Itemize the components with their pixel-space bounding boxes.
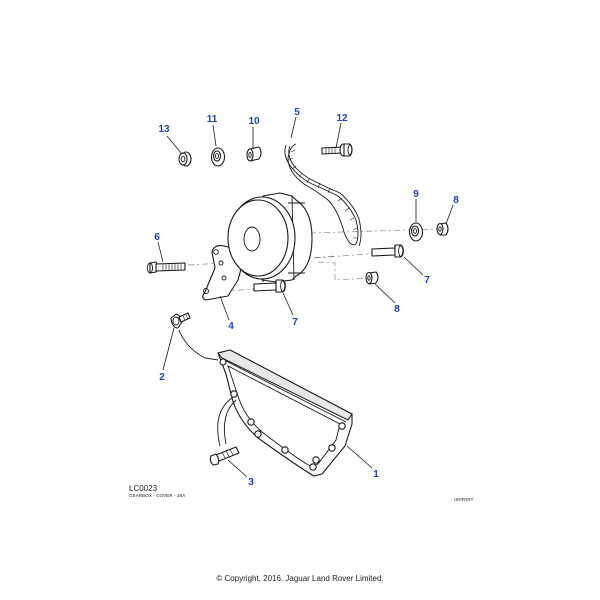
part-3-bolt — [209, 446, 240, 466]
unipart-mark: UNIPART — [454, 497, 474, 502]
part-7-bolt-b — [371, 244, 404, 258]
callout-6: 6 — [154, 232, 160, 243]
part-2-bolt — [170, 312, 219, 361]
callout-10: 10 — [248, 116, 260, 127]
part-8-nut-a — [365, 271, 379, 285]
part-10-spacer — [246, 146, 262, 162]
part-11-washer — [210, 147, 226, 167]
callout-7-right: 7 — [424, 275, 430, 286]
callout-13: 13 — [158, 124, 170, 135]
copyright-notice: © Copyright, 2016. Jaguar Land Rover Lim… — [216, 574, 384, 583]
diagram-reference-code: LC0023 — [129, 484, 158, 493]
callout-4: 4 — [228, 321, 234, 332]
part-1-cover — [217, 349, 353, 477]
callout-8-right: 8 — [453, 195, 459, 206]
part-7-bolt-a — [253, 279, 286, 293]
part-8-nut-b — [436, 222, 449, 236]
leader-lines — [157, 116, 454, 478]
callout-8-lower: 8 — [394, 304, 400, 315]
part-12-bolt — [321, 143, 353, 157]
callout-2: 2 — [159, 372, 165, 383]
callout-9: 9 — [413, 189, 419, 200]
callout-5: 5 — [294, 107, 300, 118]
callout-1: 1 — [373, 469, 379, 480]
part-9-washer — [408, 222, 424, 242]
part-13-nut — [178, 151, 192, 167]
diagram-reference-subtitle: GEARBOX - COVER - 38A — [129, 493, 186, 498]
callout-3: 3 — [248, 477, 254, 488]
callout-7-lower: 7 — [292, 317, 298, 328]
callouts: 1 2 3 4 5 6 7 7 8 8 9 10 11 12 13 — [154, 107, 459, 488]
callout-12: 12 — [336, 113, 348, 124]
part-5-strap — [284, 143, 362, 247]
callout-11: 11 — [207, 114, 218, 125]
part-6-bolt — [147, 261, 186, 274]
pulley-housing — [227, 192, 313, 283]
